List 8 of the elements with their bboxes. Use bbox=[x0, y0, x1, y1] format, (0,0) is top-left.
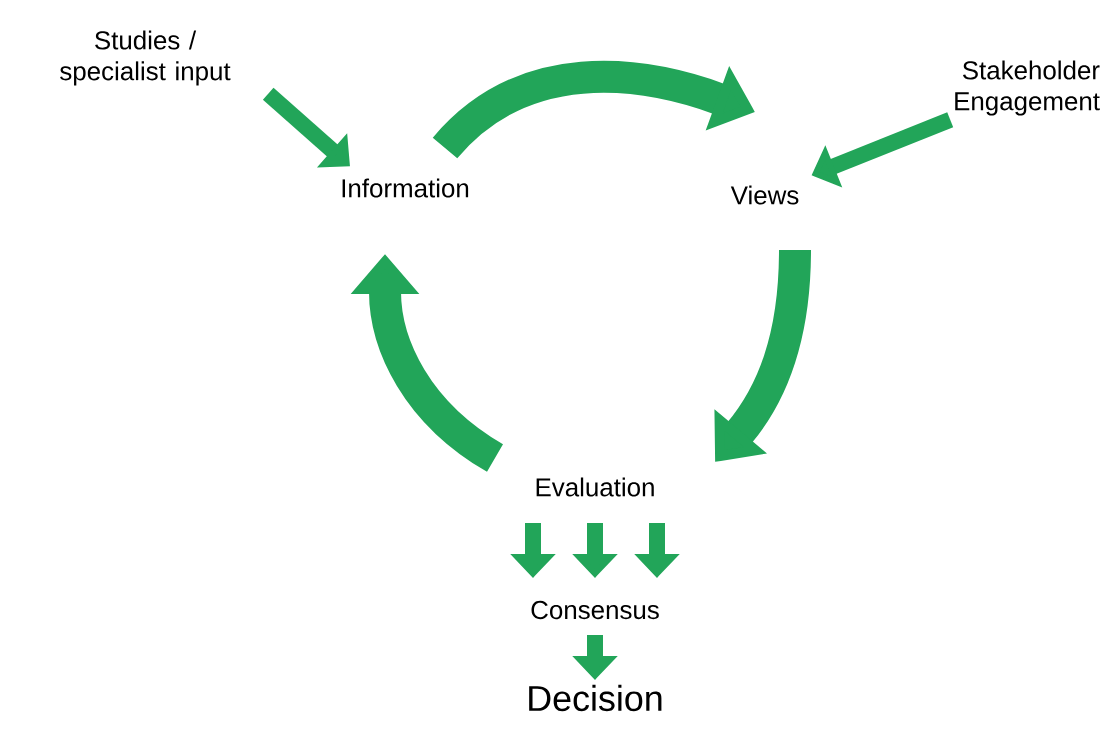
node-label: Evaluation bbox=[536, 477, 654, 497]
node-label: Studies / specialist input bbox=[60, 30, 231, 86]
node-label: Information bbox=[342, 178, 469, 198]
node-label: Stakeholder Engagement bbox=[955, 60, 1100, 116]
node-label: Decision bbox=[529, 684, 662, 712]
node-label: Views bbox=[730, 185, 799, 205]
node-label: Consensus bbox=[531, 600, 659, 620]
arrow bbox=[262, 87, 350, 168]
